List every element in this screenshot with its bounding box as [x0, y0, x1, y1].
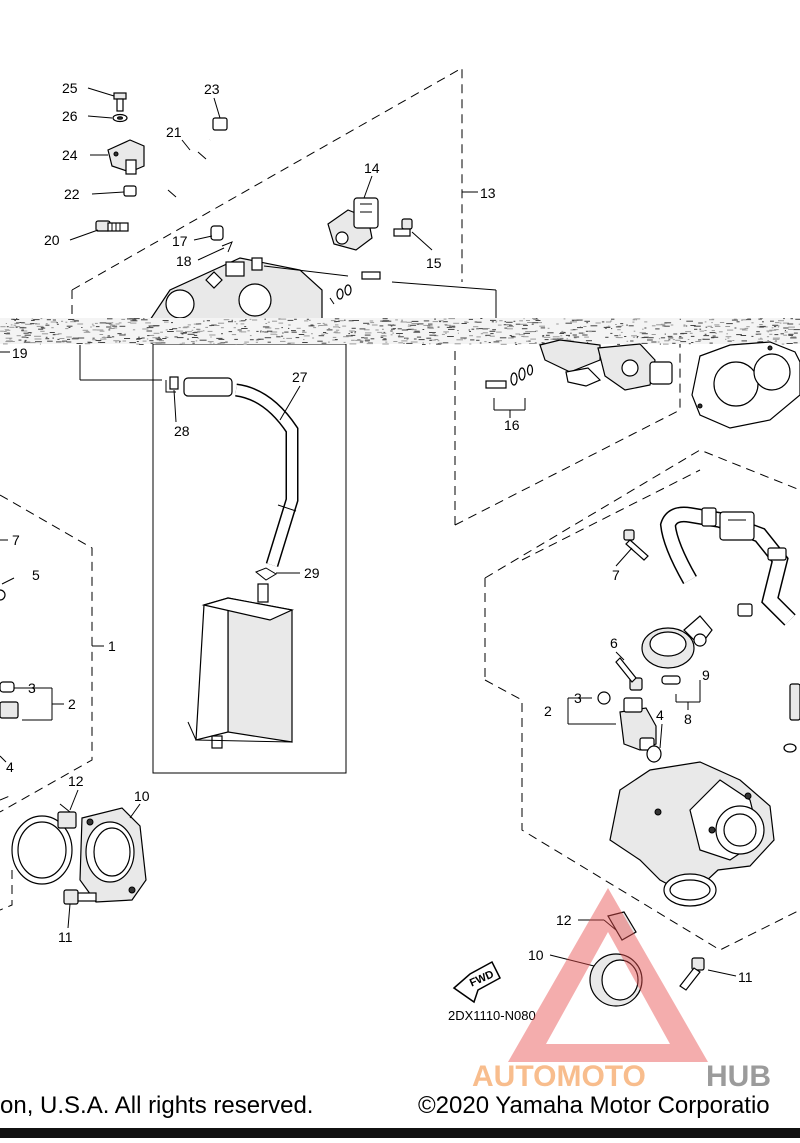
clamp-12-right [603, 911, 637, 941]
canister [187, 583, 294, 749]
hose-21 [125, 138, 213, 230]
callout-28: 28 [174, 423, 190, 439]
callout-29: 29 [304, 565, 320, 581]
callout-15: 15 [426, 255, 442, 271]
sensor-14 [327, 197, 379, 251]
callout-23: 23 [204, 81, 220, 97]
bolt-11-left [63, 889, 97, 905]
oring-3-right [597, 691, 611, 705]
oring-4-right [646, 745, 662, 763]
callout-22: 22 [64, 186, 80, 202]
watermark-brand-b: HUB [706, 1060, 771, 1093]
bolt-15 [393, 218, 413, 237]
callout-3-right: 3 [574, 690, 582, 706]
bolt-11-right [679, 957, 705, 991]
callout-4-right: 4 [656, 707, 664, 723]
scan-noise-band [0, 318, 800, 345]
assembly-1-outline [0, 494, 93, 813]
callout-10-right: 10 [528, 947, 544, 963]
bolt-7-right [623, 529, 649, 561]
intake-manifold-right [609, 761, 775, 907]
fwd-arrow-icon: FWD [452, 960, 501, 1004]
gasket [691, 341, 800, 429]
callout-6-right: 6 [610, 635, 618, 651]
callout-20: 20 [44, 232, 60, 248]
hose-27 [183, 377, 299, 567]
bolt-set-13 [329, 271, 381, 305]
callout-12-left: 12 [68, 773, 84, 789]
clip-28 [165, 376, 179, 393]
clip-22 [123, 185, 137, 197]
sensor-24 [107, 139, 145, 175]
callout-2-right: 2 [544, 703, 552, 719]
injector-right-edge [783, 683, 800, 753]
callout-19: 19 [12, 345, 28, 361]
callout-14: 14 [364, 160, 380, 176]
clip-18 [221, 241, 233, 253]
leader-lines [0, 87, 737, 977]
callout-16: 16 [504, 417, 520, 433]
washer-26 [112, 113, 128, 123]
throttle-body-upper [148, 257, 323, 321]
clip-29 [255, 567, 277, 581]
callout-25: 25 [62, 80, 78, 96]
callout-7-left: 7 [12, 532, 20, 548]
bolt-6-right [615, 657, 643, 691]
bolt-25 [113, 92, 127, 112]
copyright-right: ©2020 Yamaha Motor Corporatio [418, 1092, 770, 1119]
callout-21: 21 [166, 124, 182, 140]
fuel-hose-right [659, 506, 796, 626]
assembly-bottom-left-outline [0, 794, 13, 911]
callout-5-left: 5 [32, 567, 40, 583]
callout-10-left: 10 [134, 788, 150, 804]
callout-17: 17 [172, 233, 188, 249]
callout-3-left: 3 [28, 680, 36, 696]
callout-12-right: 12 [556, 912, 572, 928]
callout-8: 8 [684, 711, 692, 727]
callout-24: 24 [62, 147, 78, 163]
pressure-regulator-right [641, 615, 713, 669]
assembly-right-outline [484, 449, 800, 951]
callout-27: 27 [292, 369, 308, 385]
bolts-16 [485, 364, 534, 418]
joint-10-left [79, 807, 147, 903]
watermark-triangle [508, 888, 708, 1062]
clamp-12-left [11, 803, 77, 885]
watermark-brand-a: AUTOMOTO [472, 1060, 646, 1093]
bottom-border [0, 1128, 800, 1138]
callout-13: 13 [480, 185, 496, 201]
callout-4-left: 4 [6, 759, 14, 775]
callout-11-left: 11 [58, 929, 73, 945]
sensor-assembly-16 [539, 339, 673, 391]
watermark-logo: AUTOMOTO HUB [472, 888, 771, 1093]
callout-26: 26 [62, 108, 78, 124]
callout-2-left: 2 [68, 696, 76, 712]
callout-7-right: 7 [612, 567, 620, 583]
copyright-left: on, U.S.A. All rights reserved. [0, 1092, 314, 1119]
clip-23 [212, 117, 228, 131]
injector-left [0, 577, 19, 719]
assembly-13-outline [71, 67, 681, 526]
diagram-code: 2DX1110-N080 [448, 1008, 536, 1023]
callout-1: 1 [108, 638, 116, 654]
bolt-20 [95, 220, 129, 232]
injector-2-right [619, 697, 657, 751]
pin-9 [661, 675, 681, 685]
joint-10-right [589, 953, 643, 1007]
callout-11-right: 11 [738, 969, 753, 985]
callout-9: 9 [702, 667, 710, 683]
connector-17 [210, 225, 224, 241]
callout-18: 18 [176, 253, 192, 269]
callout-numbers: 25 26 24 22 20 21 23 17 18 14 15 13 19 1… [6, 80, 753, 985]
